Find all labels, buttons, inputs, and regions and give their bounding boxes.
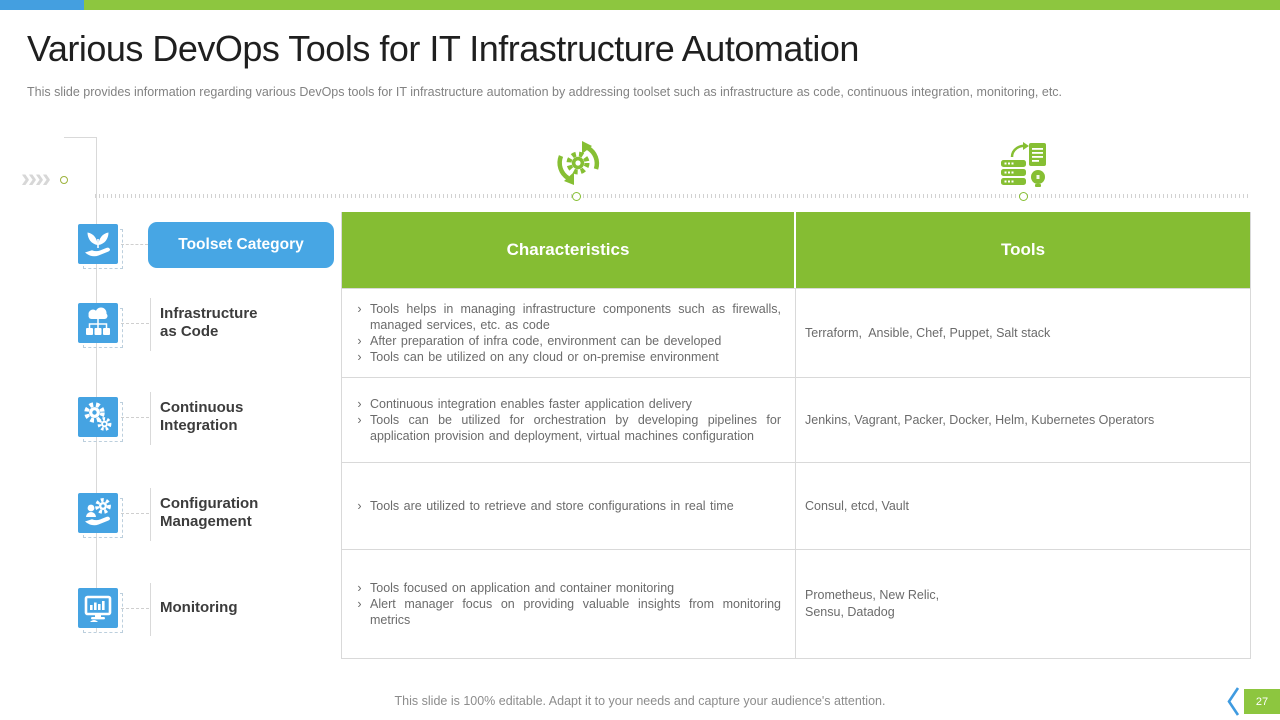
bullet-text: Tools can be utilized on any cloud or on… (370, 350, 719, 364)
connector-spine (96, 137, 97, 632)
dashed-connector (121, 608, 149, 609)
dashed-connector (121, 323, 149, 324)
bullet-text: Tools can be utilized for orchestration … (370, 413, 782, 443)
cloud-network-icon (78, 303, 118, 343)
tools-cell: Jenkins, Vagrant, Packer, Docker, Helm, … (805, 412, 1155, 427)
top-accent-bar-blue (0, 0, 84, 10)
timeline-node-dot (572, 192, 581, 201)
dashed-connector (121, 417, 149, 418)
sidebar-item-infrastructure-as-code: Infrastructure as Code (160, 305, 258, 340)
bullet-text: After preparation of infra code, environ… (370, 334, 722, 348)
tools-cell: Terraform, Ansible, Chef, Puppet, Salt s… (805, 325, 1051, 340)
dotted-divider-line (95, 194, 1251, 198)
devops-tools-table: Characteristics Tools › Tools helps in ma… (341, 212, 1251, 659)
bullet-item: › Tools are utilized to retrieve and stor… (349, 498, 781, 514)
table-row: › Tools are utilized to retrieve and stor… (342, 462, 1250, 549)
gears-icon (78, 397, 118, 437)
bullet-text: Tools are utilized to retrieve and store… (370, 499, 734, 513)
bullet-text: Tools focused on application and contain… (370, 581, 675, 595)
hand-plant-icon (78, 224, 118, 264)
column-header-tools: Tools (1000, 240, 1046, 259)
hand-gear-icon (78, 493, 118, 533)
table-body: › Tools helps in managing infrastructure … (342, 288, 1250, 658)
connector-elbow (64, 137, 97, 138)
characteristics-cell: › Tools focused on application and contai… (342, 550, 797, 658)
characteristics-cell: › Continuous integration enables faster a… (342, 378, 797, 462)
bullet-text: Alert manager focus on providing valuabl… (370, 597, 782, 627)
label-divider-line (150, 298, 151, 351)
tools-cell: Consul, etcd, Vault (805, 498, 910, 513)
automation-gear-cycle-icon (552, 137, 604, 189)
bullet-marker: › (357, 413, 362, 427)
sidebar-item-continuous-integration: Continuous Integration (160, 399, 244, 434)
footer-note: This slide is 100% editable. Adapt it to… (394, 694, 886, 708)
bullet-marker: › (357, 302, 362, 316)
bullet-marker: › (357, 499, 362, 513)
table-row: › Tools focused on application and contai… (342, 549, 1250, 658)
bullet-item: › Tools can be utilized for orchestration… (349, 412, 781, 444)
sidebar-item-configuration-management: Configuration Management (160, 495, 259, 530)
page-chevron-icon (1226, 687, 1242, 720)
bullet-item: › Tools helps in managing infrastructure … (349, 301, 781, 333)
bullet-item: › Continuous integration enables faster a… (349, 396, 781, 412)
bullet-item: › After preparation of infra code, enviro… (349, 333, 781, 349)
bullet-marker: › (357, 597, 362, 611)
column-header-characteristics: Characteristics (342, 212, 796, 288)
bullet-item: › Tools focused on application and contai… (349, 580, 781, 596)
page-subtitle: This slide provides information regardin… (27, 85, 1063, 99)
toolset-category-button: Toolset Category (148, 222, 334, 268)
label-divider-line (150, 488, 151, 541)
table-row: › Continuous integration enables faster a… (342, 377, 1250, 462)
decor-chevrons: ›››› (21, 163, 51, 193)
tools-cell: Prometheus, New Relic, Sensu, Datadog (805, 588, 940, 619)
bullet-marker: › (357, 397, 362, 411)
bullet-item: › Tools can be utilized on any cloud or o… (349, 349, 781, 365)
top-accent-bar-green (84, 0, 1280, 10)
label-divider-line (150, 392, 151, 445)
characteristics-cell: › Tools are utilized to retrieve and stor… (342, 463, 797, 549)
table-row: › Tools helps in managing infrastructure … (342, 288, 1250, 377)
sidebar-item-monitoring: Monitoring (160, 599, 238, 616)
page-number-badge: 27 (1244, 689, 1280, 714)
data-insights-icon (998, 137, 1050, 189)
page-title: Various DevOps Tools for IT Infrastructu… (27, 28, 859, 69)
bullet-marker: › (357, 581, 362, 595)
timeline-node-dot (1019, 192, 1028, 201)
bullet-marker: › (357, 350, 362, 364)
label-divider-line (150, 583, 151, 636)
monitor-icon (78, 588, 118, 628)
bullet-marker: › (357, 334, 362, 348)
table-header-row: Characteristics Tools (342, 212, 1250, 288)
decor-ring (60, 176, 68, 184)
bullet-text: Continuous integration enables faster ap… (370, 397, 692, 411)
characteristics-cell: › Tools helps in managing infrastructure … (342, 289, 797, 377)
bullet-text: Tools helps in managing infrastructure c… (370, 302, 782, 332)
bullet-item: › Alert manager focus on providing valuab… (349, 596, 781, 628)
dashed-connector (121, 513, 149, 514)
dashed-connector (121, 244, 148, 245)
